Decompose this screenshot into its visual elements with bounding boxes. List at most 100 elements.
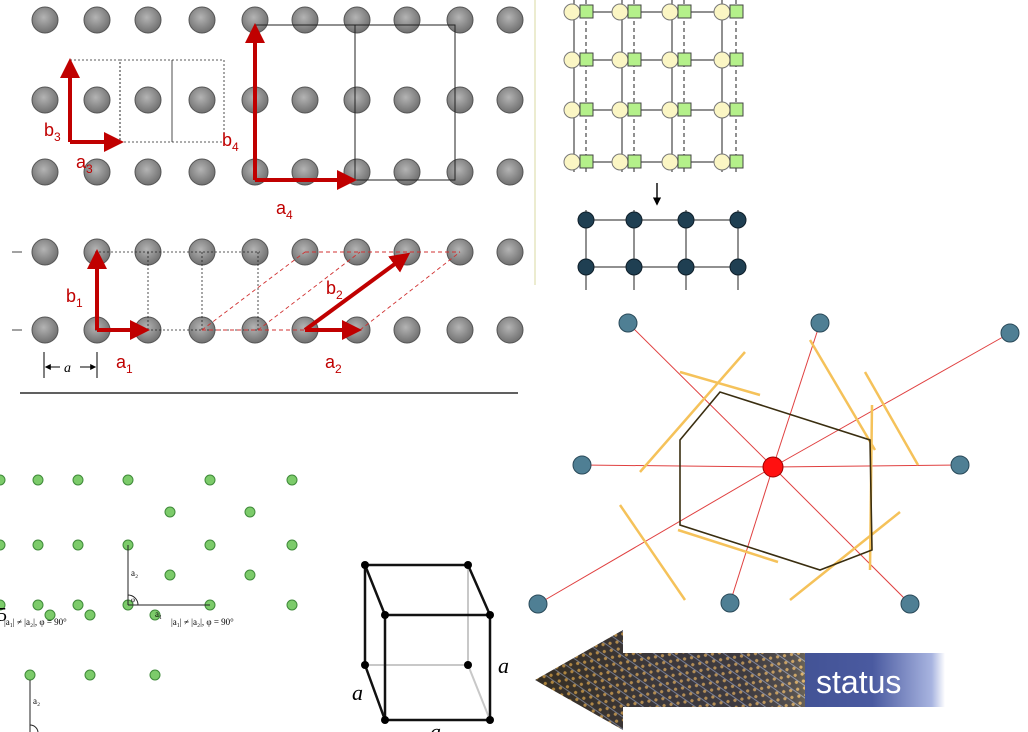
basis-atom-square bbox=[579, 4, 594, 19]
perpendicular-bisectors bbox=[618, 339, 920, 601]
axes-lower bbox=[29, 680, 39, 732]
lattice-atom bbox=[446, 158, 474, 186]
label-a3: a3 bbox=[76, 152, 93, 176]
vector-b2 bbox=[303, 252, 411, 332]
cube-label-bottom: a bbox=[430, 719, 441, 732]
lattice-atom bbox=[343, 6, 371, 34]
wigner-seitz-cell bbox=[679, 391, 873, 571]
cube-vertices bbox=[361, 561, 494, 724]
axes-right bbox=[127, 545, 210, 606]
lattice-atom bbox=[496, 158, 524, 186]
basis-atom-round bbox=[563, 51, 581, 69]
basis-atom-square bbox=[729, 102, 744, 117]
lattice-atom bbox=[83, 86, 111, 114]
lattice-atom-green bbox=[204, 539, 216, 551]
lattice-atom-green bbox=[32, 539, 44, 551]
status-banner bbox=[535, 630, 945, 730]
basis-atom-round bbox=[713, 101, 731, 119]
basis-atom-square bbox=[627, 52, 642, 67]
basis-atom-round bbox=[713, 3, 731, 21]
wigner-seitz-diagram bbox=[528, 313, 1020, 614]
spacing-label: a bbox=[64, 361, 71, 376]
axis-a1-label: a₁ bbox=[155, 609, 162, 619]
label-b1: b1 bbox=[66, 286, 83, 310]
basis-atom-square bbox=[729, 52, 744, 67]
basis-atom-square bbox=[627, 154, 642, 169]
lattice-atom-green bbox=[286, 539, 298, 551]
lattice-atoms bbox=[31, 6, 524, 344]
lattice-atom bbox=[31, 238, 59, 266]
left-fragment: 5 bbox=[0, 604, 7, 626]
lattice-atom-dark bbox=[677, 211, 695, 229]
lattice-unit-cells-diagram: b3 a3 b4 a4 b1 a1 b2 a2 a bbox=[12, 6, 524, 394]
lattice-atom-green bbox=[84, 669, 96, 681]
lattice-atom-green bbox=[84, 609, 96, 621]
lattice-atom bbox=[31, 86, 59, 114]
lattice-atom bbox=[134, 86, 162, 114]
lattice-atom-green bbox=[164, 506, 176, 518]
status-label: status bbox=[816, 664, 902, 700]
caption-right: |a₁| ≠ |a₂|, φ = 90° bbox=[171, 617, 234, 627]
lattice-atom-green bbox=[244, 506, 256, 518]
lattice-atom-green bbox=[122, 474, 134, 486]
basis-atom-round bbox=[563, 3, 581, 21]
basis-atom-square bbox=[729, 4, 744, 19]
caption-left: |a₁| ≠ |a₂|, φ = 90° bbox=[4, 617, 67, 627]
basis-decoration-diagram bbox=[534, 0, 747, 290]
lattice-atom-green bbox=[44, 609, 56, 621]
lattice-atom-green bbox=[24, 669, 36, 681]
label-b3: b3 bbox=[44, 120, 61, 144]
neighbor-atoms bbox=[528, 313, 1020, 614]
lattice-atom bbox=[134, 6, 162, 34]
basis-atom-square bbox=[677, 154, 692, 169]
cube-label-side: a bbox=[352, 680, 363, 705]
oblique-cells-bottom bbox=[201, 251, 461, 331]
cube-edges bbox=[363, 563, 492, 722]
lattice-atom bbox=[393, 316, 421, 344]
lattice-atom bbox=[83, 158, 111, 186]
lattice-atom bbox=[188, 158, 216, 186]
lattice-atom bbox=[496, 6, 524, 34]
lattice-atom bbox=[496, 238, 524, 266]
basis-atom-square bbox=[579, 154, 594, 169]
lattice-atom bbox=[31, 316, 59, 344]
label-b2: b2 bbox=[326, 278, 343, 302]
basis-atom-square bbox=[677, 4, 692, 19]
basis-atom-square bbox=[627, 4, 642, 19]
decorated-lattice bbox=[563, 0, 744, 172]
rectangular-lattice-diagram: a₂ a₁ φ a₂ 5 |a₁| ≠ |a₂|, φ = 90° |a₁| ≠… bbox=[0, 474, 298, 732]
lattice-vectors bbox=[60, 23, 411, 340]
lattice-atom-dark bbox=[729, 258, 747, 276]
basis-atom-round bbox=[661, 3, 679, 21]
lattice-atom-green bbox=[149, 609, 161, 621]
basis-atom-round bbox=[563, 153, 581, 171]
label-a2: a2 bbox=[325, 352, 342, 376]
lattice-atom bbox=[31, 6, 59, 34]
lattice-atom bbox=[291, 86, 319, 114]
basis-atom-square bbox=[579, 102, 594, 117]
axis-a2-lower-label: a₂ bbox=[33, 696, 40, 706]
lattice-atom-green bbox=[32, 474, 44, 486]
lattice-atom-green bbox=[286, 599, 298, 611]
label-a4: a4 bbox=[276, 198, 293, 222]
label-b4: b4 bbox=[222, 130, 239, 154]
lattice-atom-dark bbox=[729, 211, 747, 229]
lattice-atom-dark bbox=[577, 211, 595, 229]
basis-atom-round bbox=[661, 101, 679, 119]
cube-label-right: a bbox=[498, 653, 509, 678]
lattice-atom bbox=[393, 158, 421, 186]
lattice-atom-green bbox=[244, 569, 256, 581]
lattice-atom bbox=[393, 6, 421, 34]
lattice-atom bbox=[83, 6, 111, 34]
lattice-atom-dark bbox=[577, 258, 595, 276]
lattice-atom-green bbox=[204, 474, 216, 486]
lattice-atom-green bbox=[72, 599, 84, 611]
lattice-atom-green bbox=[149, 669, 161, 681]
basis-atom-round bbox=[611, 51, 629, 69]
basis-atom-square bbox=[677, 52, 692, 67]
row-tick-marks bbox=[12, 251, 22, 331]
lattice-atom bbox=[343, 86, 371, 114]
lattice-atom bbox=[446, 86, 474, 114]
neighbor-lines bbox=[537, 322, 1011, 605]
basis-atom-square bbox=[579, 52, 594, 67]
